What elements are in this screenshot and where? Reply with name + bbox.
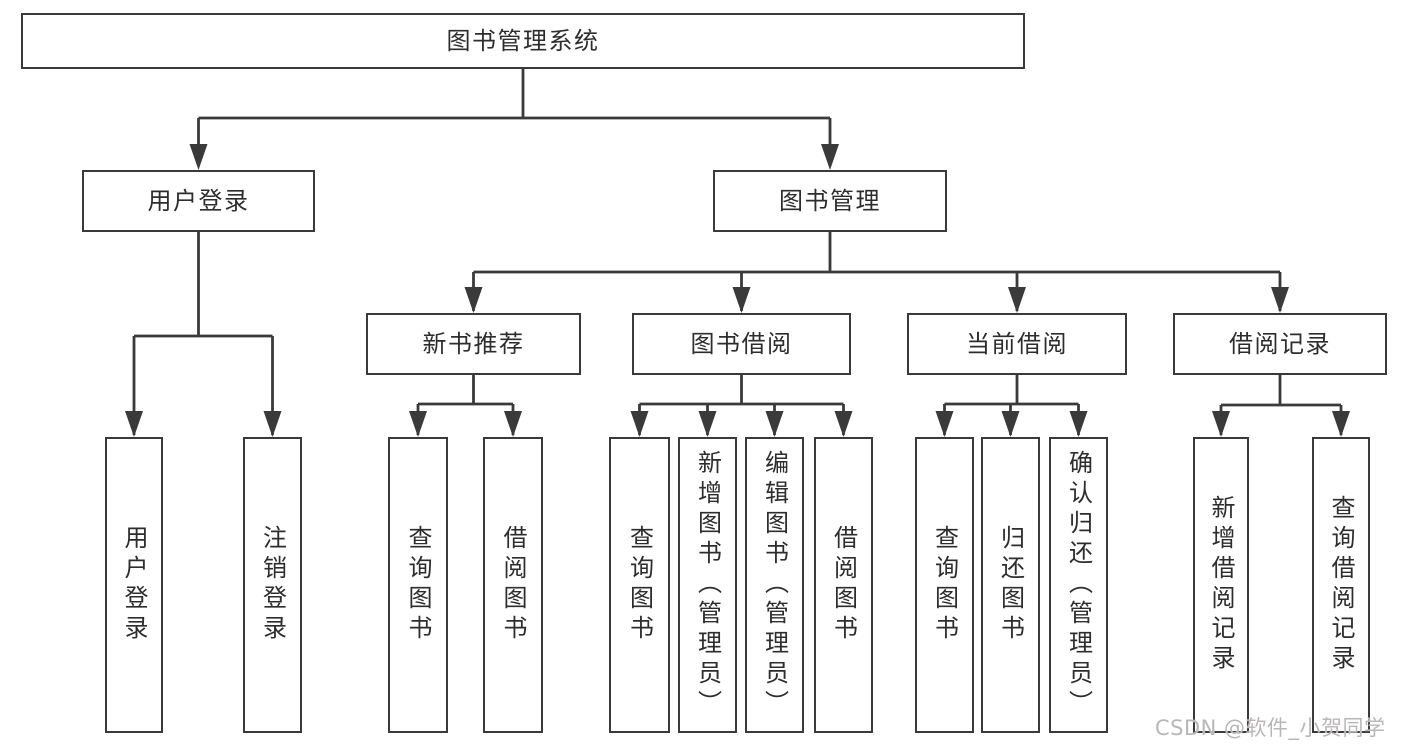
node-label: 图书管理 <box>779 187 881 215</box>
leaf-query-books-recommend: 查询图书 <box>388 437 448 733</box>
node-user-login: 用户登录 <box>82 170 315 232</box>
node-label: 新增借阅记录 <box>1207 495 1235 675</box>
leaf-confirm-return-admin: 确认归还（管理员） <box>1049 437 1108 733</box>
connector-root-to-level2 <box>197 69 832 166</box>
leaf-borrow-books-recommend: 借阅图书 <box>483 437 543 733</box>
arrowhead <box>1212 411 1230 437</box>
node-label: 借阅记录 <box>1229 330 1331 358</box>
node-label: 新增图书（管理员） <box>693 450 722 720</box>
arrowhead <box>125 411 143 437</box>
node-label: 查询图书 <box>625 525 654 645</box>
arrowhead <box>189 144 208 170</box>
arrowhead <box>732 287 751 313</box>
node-label: 图书管理系统 <box>446 27 600 55</box>
arrowhead <box>1271 287 1289 313</box>
connector-bookborrow-group <box>638 375 845 435</box>
leaf-query-books-current: 查询图书 <box>915 437 974 733</box>
node-book-management: 图书管理 <box>713 170 947 232</box>
leaf-query-borrow-record: 查询借阅记录 <box>1312 437 1370 733</box>
arrowhead <box>1332 411 1350 437</box>
arrowhead <box>1001 411 1020 437</box>
node-label: 图书借阅 <box>690 330 793 358</box>
arrowhead <box>263 411 282 437</box>
leaf-borrow-books: 借阅图书 <box>814 437 873 733</box>
arrowhead <box>698 411 717 437</box>
arrowhead <box>1008 287 1026 313</box>
node-label: 借阅图书 <box>499 525 527 645</box>
node-label: 查询借阅记录 <box>1327 495 1355 675</box>
node-label: 当前借阅 <box>966 330 1068 358</box>
arrowhead <box>1069 411 1088 437</box>
connector-newbook-group <box>416 375 515 435</box>
node-label: 查询图书 <box>404 525 432 645</box>
arrowhead <box>935 411 954 437</box>
node-label: 查询图书 <box>930 525 959 645</box>
arrowhead <box>464 287 483 313</box>
node-label: 用户登录 <box>120 525 148 645</box>
connector-bookmgmt-to-level3 <box>472 232 1282 311</box>
arrowhead <box>504 411 522 437</box>
leaf-edit-book-admin: 编辑图书（管理员） <box>745 437 804 733</box>
node-book-borrowing: 图书借阅 <box>632 313 851 375</box>
arrowhead <box>834 411 853 437</box>
node-label: 用户登录 <box>147 187 250 215</box>
leaf-add-book-admin: 新增图书（管理员） <box>678 437 737 733</box>
arrowhead <box>765 411 784 437</box>
node-library-management-system: 图书管理系统 <box>21 13 1025 69</box>
node-label: 借阅图书 <box>829 525 858 645</box>
leaf-user-login: 用户登录 <box>105 437 163 733</box>
node-label: 注销登录 <box>258 525 287 645</box>
arrowheads <box>125 144 1350 437</box>
leaf-return-book: 归还图书 <box>981 437 1040 733</box>
connector-userlogin-group <box>132 232 274 435</box>
node-new-book-recommendation: 新书推荐 <box>366 313 581 375</box>
watermark: CSDN @软件_小贺同学 <box>1155 716 1386 740</box>
connector-strokes <box>132 69 1343 435</box>
node-label: 新书推荐 <box>422 330 525 358</box>
leaf-add-borrow-record: 新增借阅记录 <box>1193 437 1249 733</box>
node-label: 确认归还（管理员） <box>1064 450 1093 720</box>
leaf-logout: 注销登录 <box>243 437 302 733</box>
node-current-borrowing: 当前借阅 <box>907 313 1127 375</box>
node-label: 归还图书 <box>996 525 1025 645</box>
connector-borrowrecord-group <box>1219 375 1343 435</box>
arrowhead <box>409 411 427 437</box>
arrowhead <box>630 411 649 437</box>
leaf-query-books-borrow: 查询图书 <box>609 437 670 733</box>
node-label: 编辑图书（管理员） <box>760 450 789 720</box>
node-borrowing-records: 借阅记录 <box>1173 313 1387 375</box>
arrowhead <box>821 144 839 170</box>
